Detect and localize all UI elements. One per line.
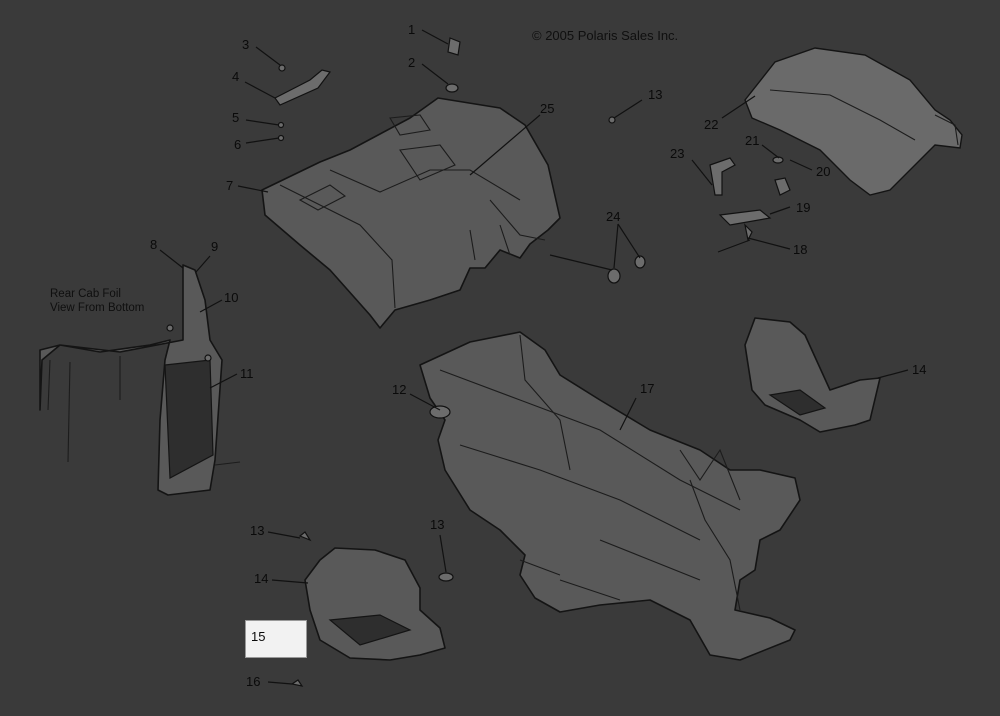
callout-14-left[interactable]: 14 bbox=[254, 571, 269, 586]
callout-7[interactable]: 7 bbox=[226, 178, 234, 193]
rear-cab-part bbox=[261, 97, 561, 329]
callout-13-top[interactable]: 13 bbox=[648, 87, 663, 102]
callout-4[interactable]: 4 bbox=[232, 69, 240, 84]
callout-17[interactable]: 17 bbox=[640, 381, 655, 396]
footwell-right-part bbox=[744, 317, 881, 433]
seat-part bbox=[744, 47, 963, 196]
view-note-line-1: Rear Cab Foil bbox=[50, 288, 121, 300]
footwell-left-part bbox=[304, 547, 446, 661]
callout-14-right[interactable]: 14 bbox=[912, 362, 927, 377]
callout-25[interactable]: 25 bbox=[540, 101, 555, 116]
callout-8[interactable]: 8 bbox=[150, 237, 158, 252]
frame-part bbox=[419, 331, 801, 661]
callout-6[interactable]: 6 bbox=[234, 137, 242, 152]
callout-22[interactable]: 22 bbox=[704, 117, 719, 132]
callout-19[interactable]: 19 bbox=[796, 200, 811, 215]
view-note: Rear Cab Foil View From Bottom bbox=[50, 287, 144, 315]
callout-21[interactable]: 21 bbox=[745, 133, 760, 148]
callout-15-highlight[interactable]: 15 bbox=[245, 620, 307, 658]
callout-16[interactable]: 16 bbox=[246, 674, 261, 689]
rear-cab-foil-part bbox=[39, 264, 241, 496]
callout-11[interactable]: 11 bbox=[240, 366, 254, 381]
callout-2[interactable]: 2 bbox=[408, 55, 416, 70]
callout-13-center[interactable]: 13 bbox=[430, 517, 445, 532]
callout-1[interactable]: 1 bbox=[408, 22, 416, 37]
callout-13-left[interactable]: 13 bbox=[250, 523, 265, 538]
callout-20[interactable]: 20 bbox=[816, 164, 831, 179]
callout-3[interactable]: 3 bbox=[242, 37, 250, 52]
copyright-text: © 2005 Polaris Sales Inc. bbox=[532, 28, 679, 43]
callout-12[interactable]: 12 bbox=[392, 382, 407, 397]
callout-9[interactable]: 9 bbox=[211, 239, 219, 254]
view-note-line-2: View From Bottom bbox=[50, 302, 145, 314]
leader-lines bbox=[159, 29, 909, 685]
callout-15[interactable]: 15 bbox=[251, 629, 266, 644]
callout-24[interactable]: 24 bbox=[606, 209, 621, 224]
callout-10[interactable]: 10 bbox=[224, 290, 239, 305]
callout-18[interactable]: 18 bbox=[793, 242, 808, 257]
small-parts bbox=[166, 37, 791, 687]
callout-23[interactable]: 23 bbox=[670, 146, 685, 161]
callout-5[interactable]: 5 bbox=[232, 110, 240, 125]
